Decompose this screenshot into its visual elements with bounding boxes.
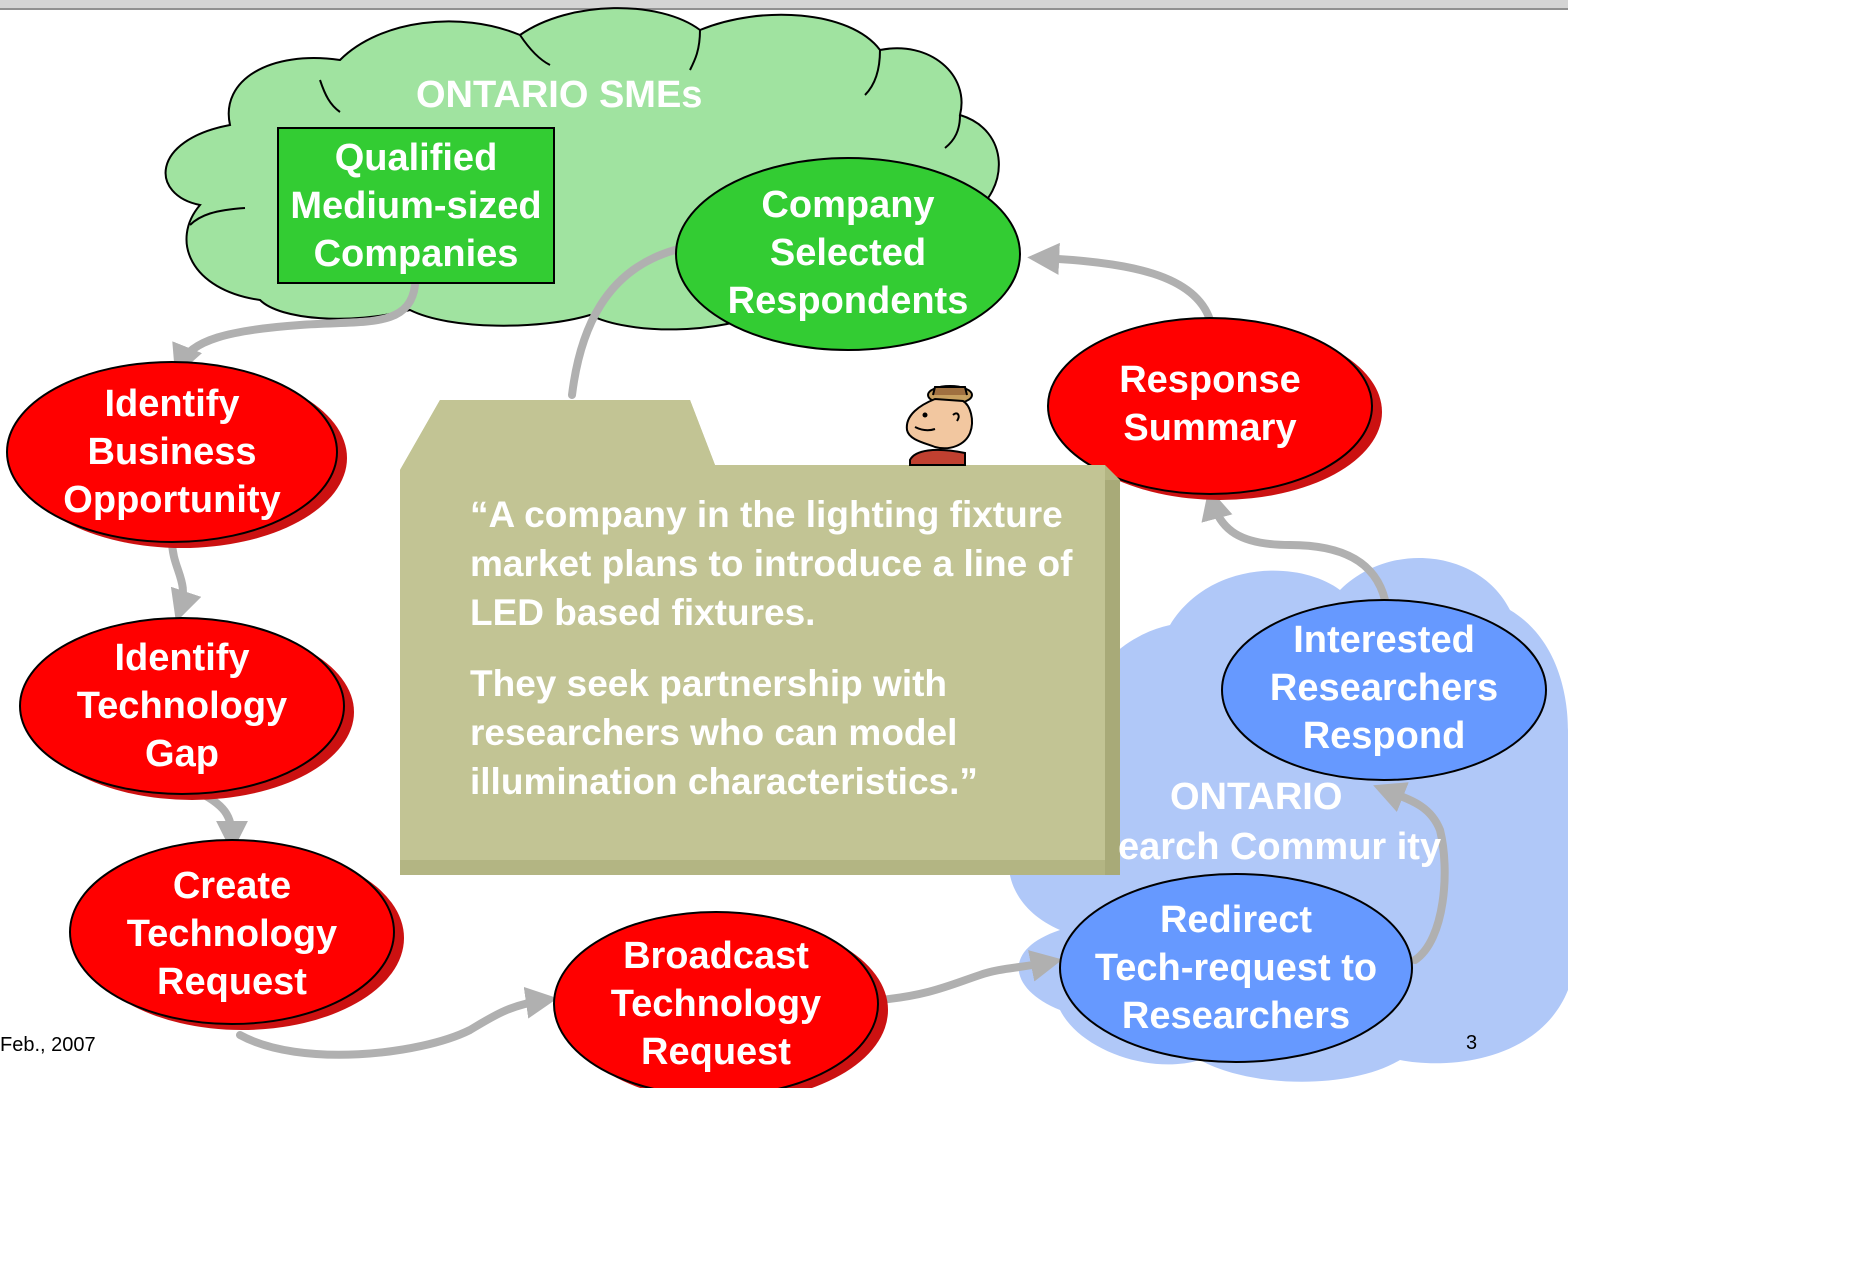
interested-line-2: Researchers xyxy=(1269,667,1499,709)
create-request-label: Create Technology Request xyxy=(72,862,392,1006)
slide: ONTARIO SMEs ONTARIO earch Commur ity Qu… xyxy=(0,0,1568,1088)
response-summary-line-1: Response xyxy=(1119,359,1301,401)
diagram-canvas xyxy=(6,7,1568,1088)
research-cloud-title-line-2: earch Commur ity xyxy=(1118,826,1442,868)
response-summary-label: Response Summary xyxy=(1050,356,1370,452)
create-request-line-1: Create xyxy=(172,865,292,907)
identify-technology-line-2: Technology xyxy=(76,685,288,727)
identify-technology-ellipse xyxy=(19,617,345,795)
identify-business-line-3: Opportunity xyxy=(63,479,281,521)
create-request-line-3: Request xyxy=(157,961,307,1003)
window-top-bar xyxy=(0,0,1568,10)
interested-researchers-ellipse xyxy=(1221,599,1547,781)
arrow-identify-to-gap xyxy=(168,536,202,623)
quote-paragraph-1: “A company in the lighting fixture marke… xyxy=(470,494,1073,633)
arrow-folder-to-company xyxy=(568,246,679,399)
research-cloud-title: ONTARIO earch Commur ity xyxy=(1100,772,1568,872)
company-selected-line-3: Respondents xyxy=(727,280,969,322)
footer-page-number: 3 xyxy=(1466,1032,1478,1054)
interested-researchers-label: Interested Researchers Respond xyxy=(1224,616,1544,760)
response-summary-line-2: Summary xyxy=(1123,407,1297,449)
broadcast-request-label: Broadcast Technology Request xyxy=(556,932,876,1076)
sme-cloud-title: ONTARIO SMEs xyxy=(416,74,703,116)
broadcast-request-line-1: Broadcast xyxy=(623,935,809,977)
man-with-hat-icon xyxy=(905,385,973,466)
qualified-companies-label: Qualified Medium-sized Companies xyxy=(278,134,554,278)
quote-text: “A company in the lighting fixture marke… xyxy=(470,490,1090,828)
quote-paragraph-2: They seek partnership with researchers w… xyxy=(470,663,978,802)
flow-arrows xyxy=(168,242,1449,1059)
interested-line-3: Respond xyxy=(1302,715,1466,757)
identify-business-ellipse xyxy=(6,361,338,543)
create-request-line-2: Technology xyxy=(126,913,338,955)
broadcast-request-line-3: Request xyxy=(641,1031,791,1073)
redirect-line-1: Redirect xyxy=(1159,899,1313,941)
quote-folder xyxy=(400,400,1120,875)
qualified-line-3: Companies xyxy=(313,233,519,275)
research-cloud-title-line-1: ONTARIO xyxy=(1170,776,1343,818)
identify-business-line-1: Identify xyxy=(104,383,240,425)
company-selected-label: Company Selected Respondents xyxy=(690,181,1006,325)
interested-line-1: Interested xyxy=(1293,619,1475,661)
identify-technology-label: Identify Technology Gap xyxy=(22,634,342,778)
qualified-companies-box xyxy=(277,127,555,284)
redirect-request-label: Redirect Tech-request to Researchers xyxy=(1066,896,1406,1040)
arrow-summary-to-company xyxy=(1027,242,1214,324)
arrow-redirect-to-interested xyxy=(1373,782,1449,964)
red-nodes xyxy=(6,317,1382,1088)
broadcast-request-line-2: Technology xyxy=(610,983,822,1025)
qualified-line-1: Qualified xyxy=(334,137,498,179)
response-summary-ellipse xyxy=(1047,317,1373,495)
footer-date: Feb., 2007 xyxy=(0,1034,96,1056)
create-request-ellipse xyxy=(69,839,395,1025)
redirect-request-ellipse xyxy=(1059,873,1413,1063)
arrow-interested-to-summary xyxy=(1201,487,1389,604)
company-selected-line-1: Company xyxy=(761,184,935,226)
identify-business-label: Identify Business Opportunity xyxy=(12,380,332,524)
arrow-create-to-broadcast xyxy=(236,986,558,1059)
arrow-broadcast-to-redirect xyxy=(876,950,1063,1004)
company-selected-line-2: Selected xyxy=(769,232,927,274)
company-selected-ellipse xyxy=(675,157,1021,351)
redirect-line-3: Researchers xyxy=(1121,995,1351,1037)
identify-business-line-2: Business xyxy=(87,431,257,473)
qualified-line-2: Medium-sized xyxy=(290,185,542,227)
identify-technology-line-3: Gap xyxy=(145,733,219,775)
broadcast-request-ellipse xyxy=(553,911,879,1088)
redirect-line-2: Tech-request to xyxy=(1094,947,1378,989)
identify-technology-line-1: Identify xyxy=(114,637,250,679)
arrow-companies-to-identify xyxy=(172,281,419,377)
